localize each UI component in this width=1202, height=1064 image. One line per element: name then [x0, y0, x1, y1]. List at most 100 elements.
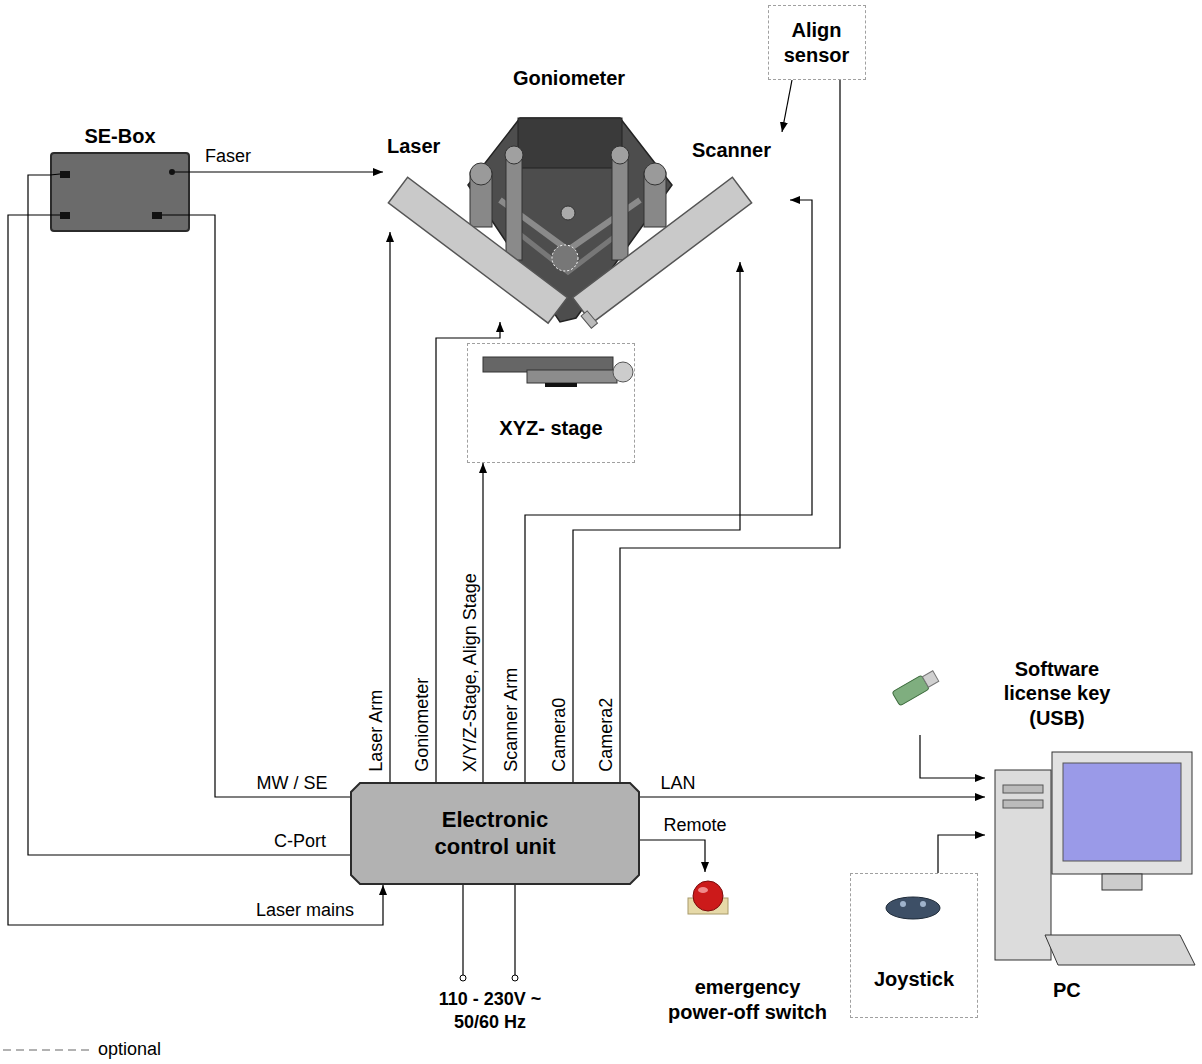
pc-stand [1102, 874, 1142, 890]
se-box-wire [50, 215, 60, 216]
switch-button [693, 881, 723, 911]
pc-screen [1063, 763, 1181, 861]
usb-key-plug [922, 671, 938, 687]
se-box-fiber-port [169, 169, 175, 175]
connector-line [640, 840, 705, 872]
node-label: XYZ- stage [499, 416, 602, 440]
laser-arm [388, 177, 567, 323]
connector-line [28, 175, 350, 855]
stage-slide [527, 370, 617, 383]
goniometer-pillar [612, 152, 628, 260]
signal-label: Faser [203, 146, 253, 168]
control-unit: Electronic control unit [350, 782, 640, 885]
pc-keyboard [1045, 935, 1195, 965]
laser-unit: Laser [383, 132, 483, 232]
goniometer-pillar [611, 146, 629, 164]
goniometer-cylinder [470, 163, 492, 185]
connector-line [920, 735, 985, 778]
connector-line [436, 322, 500, 782]
connector-line [782, 80, 792, 132]
power-input [460, 885, 518, 981]
license-key: Software license key (USB) [890, 652, 1140, 735]
node-label: Software license key (USB) [982, 657, 1132, 730]
scanner-arm [573, 177, 752, 323]
usb-key-icon [892, 669, 940, 706]
signal-label: LAN [659, 773, 698, 795]
emergency-switch-icon [688, 881, 728, 914]
connector-line [525, 200, 812, 782]
node-label: Goniometer [513, 66, 625, 90]
goniometer-axis [561, 206, 575, 220]
connector-line [190, 171, 383, 172]
node-label: emergency power-off switch [660, 975, 835, 1024]
connector-line [482, 463, 483, 782]
goniometer-cylinder [644, 163, 666, 185]
optional-box: Align sensor [768, 5, 866, 80]
se-box-wire [175, 172, 190, 173]
node-label: PC [1053, 978, 1081, 1002]
joystick-button [900, 901, 906, 907]
goniometer-unit: Goniometer [488, 62, 650, 322]
signal-label: Laser Arm [366, 688, 388, 774]
joystick-button [920, 901, 926, 907]
pc-drive [1003, 800, 1043, 808]
signal-label: Goniometer [412, 676, 434, 774]
power-wire [462, 885, 463, 975]
pc-icon [995, 752, 1195, 965]
signal-label: X/Y/Z-Stage, Align Stage [459, 571, 481, 774]
node-label: Joystick [874, 967, 954, 991]
signal-label: Camera2 [596, 696, 618, 774]
xyz-stage-icon [483, 357, 633, 387]
node-label: SE-Box [32, 124, 208, 148]
goniometer-head [518, 118, 622, 168]
legend-text: optional [98, 1039, 161, 1061]
control-unit-shape [351, 783, 639, 884]
pc-monitor [1052, 752, 1192, 874]
sample-holder [552, 245, 578, 271]
goniometer-pillar [506, 152, 522, 260]
connector-line [640, 796, 985, 797]
scanner-lens [581, 311, 597, 328]
se-box-wire [162, 215, 190, 216]
power-wire [514, 885, 515, 975]
signal-label: Remote [662, 815, 729, 837]
se-box: SE-Box [50, 152, 190, 232]
se-box-port [60, 212, 70, 219]
connector-line [620, 80, 840, 782]
scanner-unit: Scanner [688, 132, 790, 262]
pc-tower [995, 770, 1051, 960]
power-terminal [512, 975, 518, 981]
signal-label: Laser mains [254, 900, 356, 922]
optional-box: Joystick [850, 873, 978, 1018]
se-box-wire [50, 174, 60, 175]
node-label: Electronic control unit [410, 807, 580, 861]
joystick-icon [886, 897, 940, 919]
se-box-port [60, 171, 70, 178]
signal-label: C-Port [272, 831, 328, 853]
optional-box: XYZ- stage [467, 343, 635, 463]
pc-unit: PC [985, 745, 1197, 1030]
switch-highlight [698, 887, 708, 893]
goniometer-chevron [512, 228, 626, 272]
connector-line [938, 835, 985, 873]
signal-label: Scanner Arm [501, 666, 523, 774]
stage-knob [613, 362, 633, 382]
stage-foot [545, 383, 577, 387]
supply-label: 110 - 230V ~ 50/60 Hz [415, 988, 565, 1033]
pc-drive [1003, 785, 1043, 793]
power-terminal [460, 975, 466, 981]
connector-line [389, 232, 390, 782]
signal-label: Camera0 [549, 696, 571, 774]
joystick-body [886, 897, 940, 919]
node-label: Laser [387, 134, 440, 158]
emergency-switch: emergency power-off switch [656, 872, 839, 1032]
signal-label: MW / SE [255, 773, 330, 795]
node-label: Scanner [692, 138, 771, 162]
connector-line [8, 215, 383, 925]
goniometer-pillar [505, 146, 523, 164]
se-box-port [152, 212, 162, 219]
goniometer-illustration [468, 118, 672, 322]
connector-line [573, 262, 740, 782]
goniometer-body [468, 118, 672, 322]
